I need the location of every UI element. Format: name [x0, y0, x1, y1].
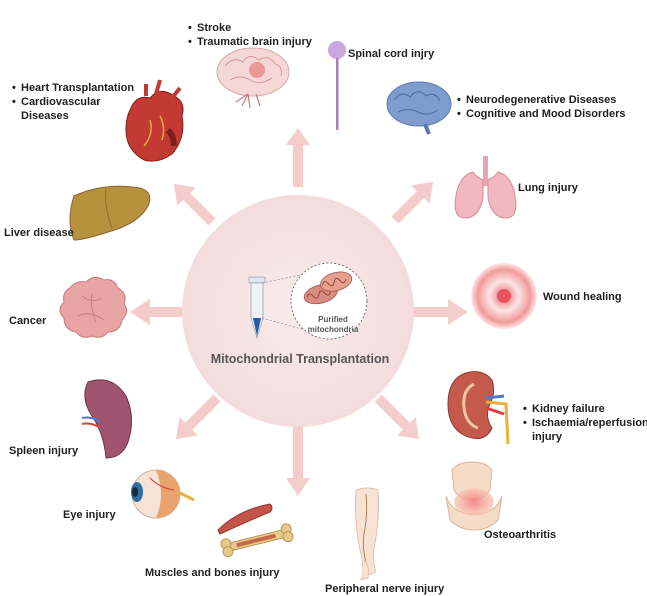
arrow-right — [411, 299, 468, 325]
connector-lines — [261, 274, 306, 331]
label-liver-disease: Liver disease — [4, 227, 74, 239]
lungs-icon — [454, 156, 517, 219]
label-kidney: Kidney failure Ischaemia/reperfusion inj… — [523, 402, 647, 444]
label-spinal-cord: Spinal cord injry — [348, 48, 435, 60]
tumor-icon — [59, 276, 128, 338]
arrow-down-left — [175, 394, 221, 440]
leg-nerve-icon — [355, 487, 379, 581]
muscle-bone-icon — [217, 503, 294, 558]
test-tube-icon — [248, 276, 266, 340]
label-lung-injury: Lung injury — [518, 182, 578, 194]
label-cardiovascular-cont: Diseases — [21, 110, 69, 122]
spleen-icon — [81, 379, 132, 459]
label-kidney-failure: Kidney failure — [523, 402, 647, 416]
label-peripheral-nerve: Peripheral nerve injury — [325, 583, 445, 595]
arrow-down-right — [374, 394, 420, 440]
label-ischaemia: Ischaemia/reperfusion — [523, 416, 647, 430]
label-brain: Stroke Traumatic brain injury — [188, 21, 312, 49]
brain-icon — [216, 47, 290, 109]
arrows — [130, 128, 468, 496]
label-wound-healing: Wound healing — [543, 291, 622, 303]
eye-icon — [131, 469, 195, 519]
label-muscles-bones: Muscles and bones injury — [145, 567, 280, 579]
mito-label-line1: Purified — [318, 315, 348, 324]
label-traumatic-brain-injury: Traumatic brain injury — [188, 35, 312, 49]
label-heart-transplantation: Heart Transplantation — [12, 81, 134, 95]
label-neuro: Neurodegenerative Diseases Cognitive and… — [457, 93, 626, 121]
arrow-down — [286, 415, 310, 496]
liver-icon — [69, 185, 151, 241]
label-neurodegenerative: Neurodegenerative Diseases — [457, 93, 626, 107]
knee-joint-icon — [445, 461, 503, 531]
mitochondria-label: Purified mitochondria — [296, 315, 370, 335]
label-cardiovascular: Cardiovascular — [12, 95, 134, 109]
spinal-cord-icon — [328, 41, 346, 130]
mitochondria-icon — [290, 262, 368, 340]
arrow-up-right — [391, 181, 434, 224]
center-title: Mitochondrial Transplantation — [210, 352, 390, 366]
wound-icon — [471, 263, 537, 329]
label-cognitive-mood: Cognitive and Mood Disorders — [457, 107, 625, 121]
neuro-brain-icon — [386, 81, 452, 135]
label-osteoarthritis: Osteoarthritis — [484, 529, 557, 541]
arrow-up-left — [173, 183, 216, 226]
label-ischaemia-cont: injury — [532, 431, 562, 443]
label-stroke: Stroke — [188, 21, 312, 35]
mito-label-line2: mitochondria — [307, 325, 359, 334]
label-eye-injury: Eye injury — [63, 509, 116, 521]
arrow-left — [130, 299, 185, 325]
label-spleen-injury: Spleen injury — [9, 445, 79, 457]
label-heart: Heart Transplantation Cardiovascular Dis… — [12, 81, 134, 123]
kidney-icon — [447, 371, 510, 445]
heart-icon — [125, 79, 184, 162]
label-cancer: Cancer — [9, 315, 47, 327]
arrow-up — [286, 128, 310, 187]
